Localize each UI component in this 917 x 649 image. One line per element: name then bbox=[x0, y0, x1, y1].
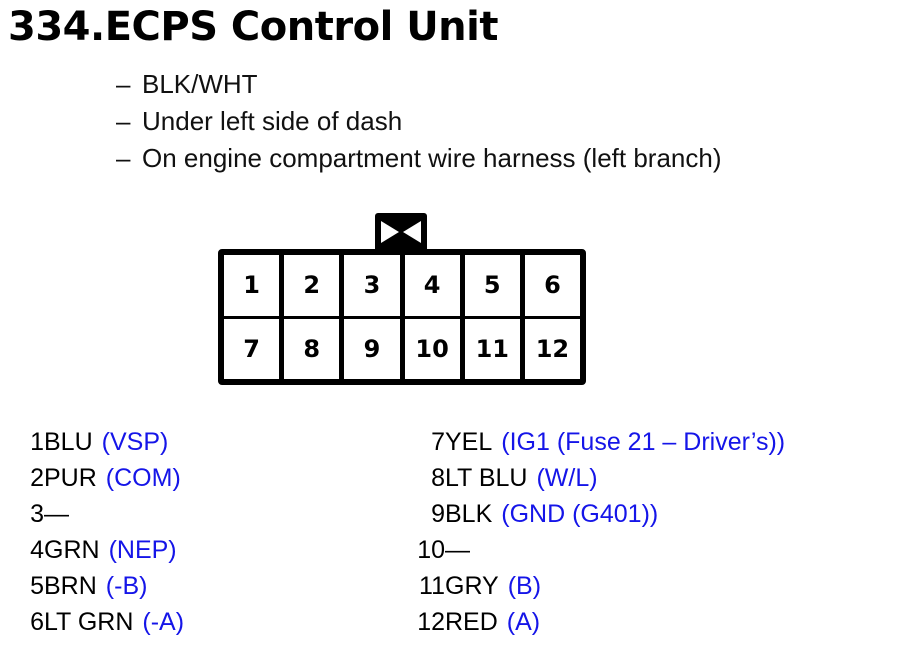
dash-bullet-icon: – bbox=[116, 143, 131, 173]
pin-cell-1[interactable]: 1 bbox=[224, 255, 280, 316]
pin-legend-row-4: 4 GRN (NEP) bbox=[30, 532, 184, 568]
pin-cell-11[interactable]: 11 bbox=[464, 318, 520, 379]
pin-number: 4 bbox=[30, 536, 44, 564]
pin-number: 8 bbox=[431, 464, 445, 492]
latch-notch-right-icon bbox=[403, 221, 421, 243]
pin-number: 6 bbox=[30, 608, 44, 636]
pin-legend-row-2: 2 PUR (COM) bbox=[30, 460, 184, 496]
dash-bullet-icon: – bbox=[116, 69, 131, 99]
pin-legend-row-11: 11 GRY (B) bbox=[413, 568, 785, 604]
bullet-item: – Under left side of dash bbox=[116, 103, 916, 140]
pin-legend-row-8: 8 LT BLU (W/L) bbox=[413, 460, 785, 496]
pin-wire-color: LT GRN bbox=[44, 608, 134, 636]
pin-number: 3 bbox=[30, 500, 44, 528]
pin-wire-color: BLK bbox=[445, 500, 493, 528]
pin-number: 11 bbox=[419, 572, 445, 600]
pin-signal-name: (NEP) bbox=[108, 536, 177, 564]
pin-wire-color: RED bbox=[445, 608, 498, 636]
pin-legend-row-3: 3 — bbox=[30, 496, 184, 532]
pin-number: 12 bbox=[417, 608, 445, 636]
pin-row-top: 1 2 3 4 5 6 bbox=[224, 255, 581, 319]
pin-signal-name: (GND (G401)) bbox=[501, 500, 659, 528]
pin-signal-name: (W/L) bbox=[536, 464, 598, 492]
pin-number: 5 bbox=[30, 572, 44, 600]
pin-cell-12[interactable]: 12 bbox=[524, 318, 581, 379]
pin-wire-color: GRN bbox=[44, 536, 100, 564]
page-title: 334.ECPS Control Unit bbox=[8, 4, 499, 50]
pin-row-bottom: 7 8 9 10 11 12 bbox=[224, 318, 581, 379]
latch-notch-left-icon bbox=[381, 221, 399, 243]
pin-number: 7 bbox=[431, 428, 445, 456]
pin-wire-color: YEL bbox=[445, 428, 493, 456]
pin-signal-name: (A) bbox=[506, 608, 541, 636]
pin-cell-7[interactable]: 7 bbox=[224, 318, 280, 379]
pin-signal-name: (-A) bbox=[142, 608, 185, 636]
pin-signal-name: (COM) bbox=[105, 464, 181, 492]
pin-legend-row-5: 5 BRN (-B) bbox=[30, 568, 184, 604]
pin-signal-name: (IG1 (Fuse 21 – Driver’s)) bbox=[501, 428, 786, 456]
connector-pin-grid: 1 2 3 4 5 6 7 8 9 10 11 12 bbox=[218, 249, 586, 385]
pin-wire-color: PUR bbox=[44, 464, 97, 492]
dash-bullet-icon: – bbox=[116, 106, 131, 136]
pin-legend-column-left: 1 BLU (VSP) 2 PUR (COM) 3 — 4 GRN (NEP) … bbox=[30, 424, 184, 640]
pin-signal-name: (VSP) bbox=[101, 428, 169, 456]
pin-cell-2[interactable]: 2 bbox=[284, 255, 340, 316]
pin-legend-row-12: 12 RED (A) bbox=[413, 604, 785, 640]
pin-legend-row-10: 10 — bbox=[413, 532, 785, 568]
pin-number: 9 bbox=[431, 500, 445, 528]
pin-cell-3[interactable]: 3 bbox=[344, 255, 400, 316]
pin-legend-row-1: 1 BLU (VSP) bbox=[30, 424, 184, 460]
bullet-item: – BLK/WHT bbox=[116, 66, 916, 103]
pin-wire-color: BRN bbox=[44, 572, 97, 600]
pin-cell-10[interactable]: 10 bbox=[404, 318, 460, 379]
pin-legend: 1 BLU (VSP) 2 PUR (COM) 3 — 4 GRN (NEP) … bbox=[0, 424, 917, 649]
connector-diagram: 1 2 3 4 5 6 7 8 9 10 11 12 bbox=[218, 213, 586, 385]
pin-wire-color: BLU bbox=[44, 428, 93, 456]
bullet-item-label: BLK/WHT bbox=[142, 69, 258, 99]
bullet-item-label: Under left side of dash bbox=[142, 106, 403, 136]
bowtie-latch-icon bbox=[375, 213, 427, 253]
pin-cell-8[interactable]: 8 bbox=[284, 318, 340, 379]
pin-cell-4[interactable]: 4 bbox=[404, 255, 460, 316]
description-bullet-list: – BLK/WHT – Under left side of dash – On… bbox=[116, 66, 916, 177]
pin-legend-row-9: 9 BLK (GND (G401)) bbox=[413, 496, 785, 532]
pin-cell-9[interactable]: 9 bbox=[344, 318, 400, 379]
bullet-item: – On engine compartment wire harness (le… bbox=[116, 140, 916, 177]
pin-legend-column-right: 7 YEL (IG1 (Fuse 21 – Driver’s)) 8 LT BL… bbox=[413, 424, 785, 640]
bullet-item-label: On engine compartment wire harness (left… bbox=[142, 143, 722, 173]
pin-number: 2 bbox=[30, 464, 44, 492]
pin-signal-name: (B) bbox=[507, 572, 542, 600]
pin-cell-6[interactable]: 6 bbox=[524, 255, 581, 316]
pin-cell-5[interactable]: 5 bbox=[464, 255, 520, 316]
pin-wire-color: GRY bbox=[445, 572, 499, 600]
pin-wire-color: — bbox=[445, 536, 470, 564]
pin-signal-name: (-B) bbox=[105, 572, 148, 600]
pin-legend-row-7: 7 YEL (IG1 (Fuse 21 – Driver’s)) bbox=[413, 424, 785, 460]
pin-wire-color: — bbox=[44, 500, 69, 528]
pin-number: 10 bbox=[417, 536, 445, 564]
pin-legend-row-6: 6 LT GRN (-A) bbox=[30, 604, 184, 640]
pin-number: 1 bbox=[30, 428, 44, 456]
pin-wire-color: LT BLU bbox=[445, 464, 528, 492]
